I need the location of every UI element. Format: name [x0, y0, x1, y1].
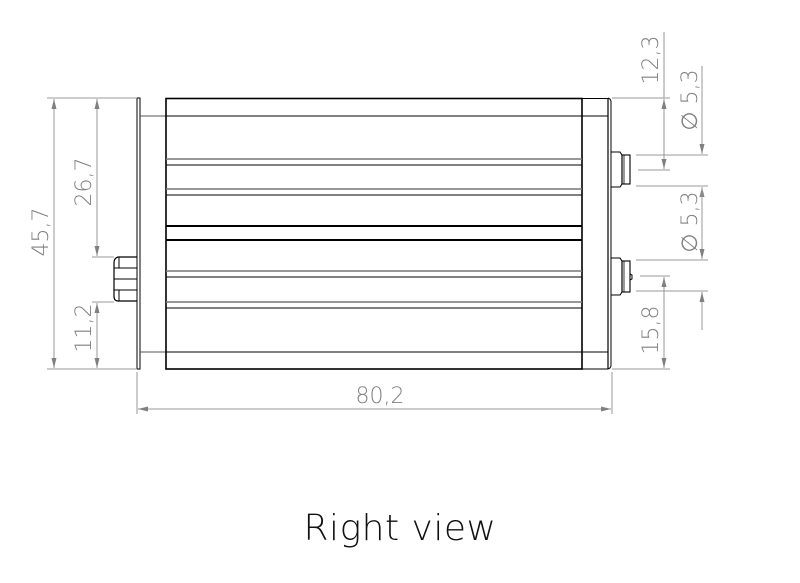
- dim-first-connector-diameter: ∅ 5,3: [678, 66, 705, 214]
- right-connector-top: [611, 151, 631, 188]
- dim-second-connector-from-bottom-label: 15,8: [639, 306, 664, 355]
- right-extension-lines: [612, 97, 708, 370]
- left-extension-lines: [47, 97, 137, 370]
- dim-overall-width-label: 80,2: [356, 384, 405, 409]
- dim-first-connector-diameter-label: ∅ 5,3: [678, 69, 703, 130]
- bottom-extension-lines: [136, 372, 613, 414]
- dim-overall-width: 80,2: [138, 384, 611, 412]
- device-body: [113, 97, 633, 370]
- dim-upper-to-connector-label: 26,7: [72, 158, 97, 207]
- dim-top-to-first-connector-label: 12,3: [639, 36, 664, 85]
- view-title: Right view: [303, 508, 497, 549]
- dim-connector-from-bottom: 11,2: [72, 303, 100, 368]
- extrusion-profile: [165, 97, 583, 370]
- dim-overall-height-label: 45,7: [29, 208, 54, 257]
- left-connector: [113, 256, 137, 302]
- dim-upper-to-connector: 26,7: [72, 99, 100, 256]
- dim-connector-from-bottom-label: 11,2: [72, 304, 97, 353]
- right-end-cap: [582, 97, 612, 370]
- dim-second-connector-diameter-label: ∅ 5,3: [678, 191, 703, 252]
- left-end-cap: [136, 97, 166, 370]
- dim-second-connector-from-bottom: 15,8: [639, 277, 667, 368]
- dim-overall-height: 45,7: [29, 99, 57, 368]
- dim-second-connector-diameter: ∅ 5,3: [678, 188, 705, 330]
- dim-top-to-first-connector: 12,3: [639, 32, 667, 169]
- right-connector-bottom: [611, 257, 633, 296]
